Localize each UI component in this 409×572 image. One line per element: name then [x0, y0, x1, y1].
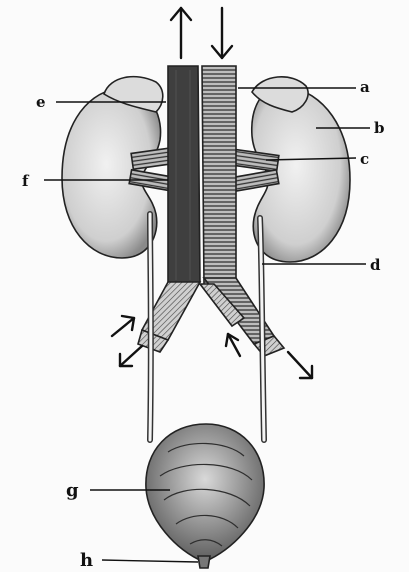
- aorta: [202, 66, 236, 286]
- label-f: f: [22, 172, 30, 190]
- arrow-right-outflow-icon: [288, 352, 312, 378]
- leader-line-h: [102, 560, 198, 562]
- label-a: a: [360, 78, 370, 96]
- arrow-center-inflow-icon: [226, 334, 240, 356]
- inferior-vena-cava: [168, 66, 200, 286]
- label-d: d: [370, 256, 381, 274]
- outflow-arrow-up-icon: [171, 8, 191, 58]
- urinary-bladder: [146, 424, 264, 562]
- left-ureter-inner: [150, 214, 151, 440]
- label-b: b: [374, 119, 385, 137]
- arrow-left-inflow-icon: [112, 316, 134, 336]
- label-g: g: [66, 480, 79, 501]
- arrow-left-outflow-icon: [120, 346, 142, 366]
- label-c: c: [360, 150, 369, 168]
- label-e: e: [36, 93, 46, 111]
- urethra: [198, 556, 210, 568]
- inflow-arrow-down-icon: [212, 8, 232, 58]
- label-h: h: [80, 550, 93, 571]
